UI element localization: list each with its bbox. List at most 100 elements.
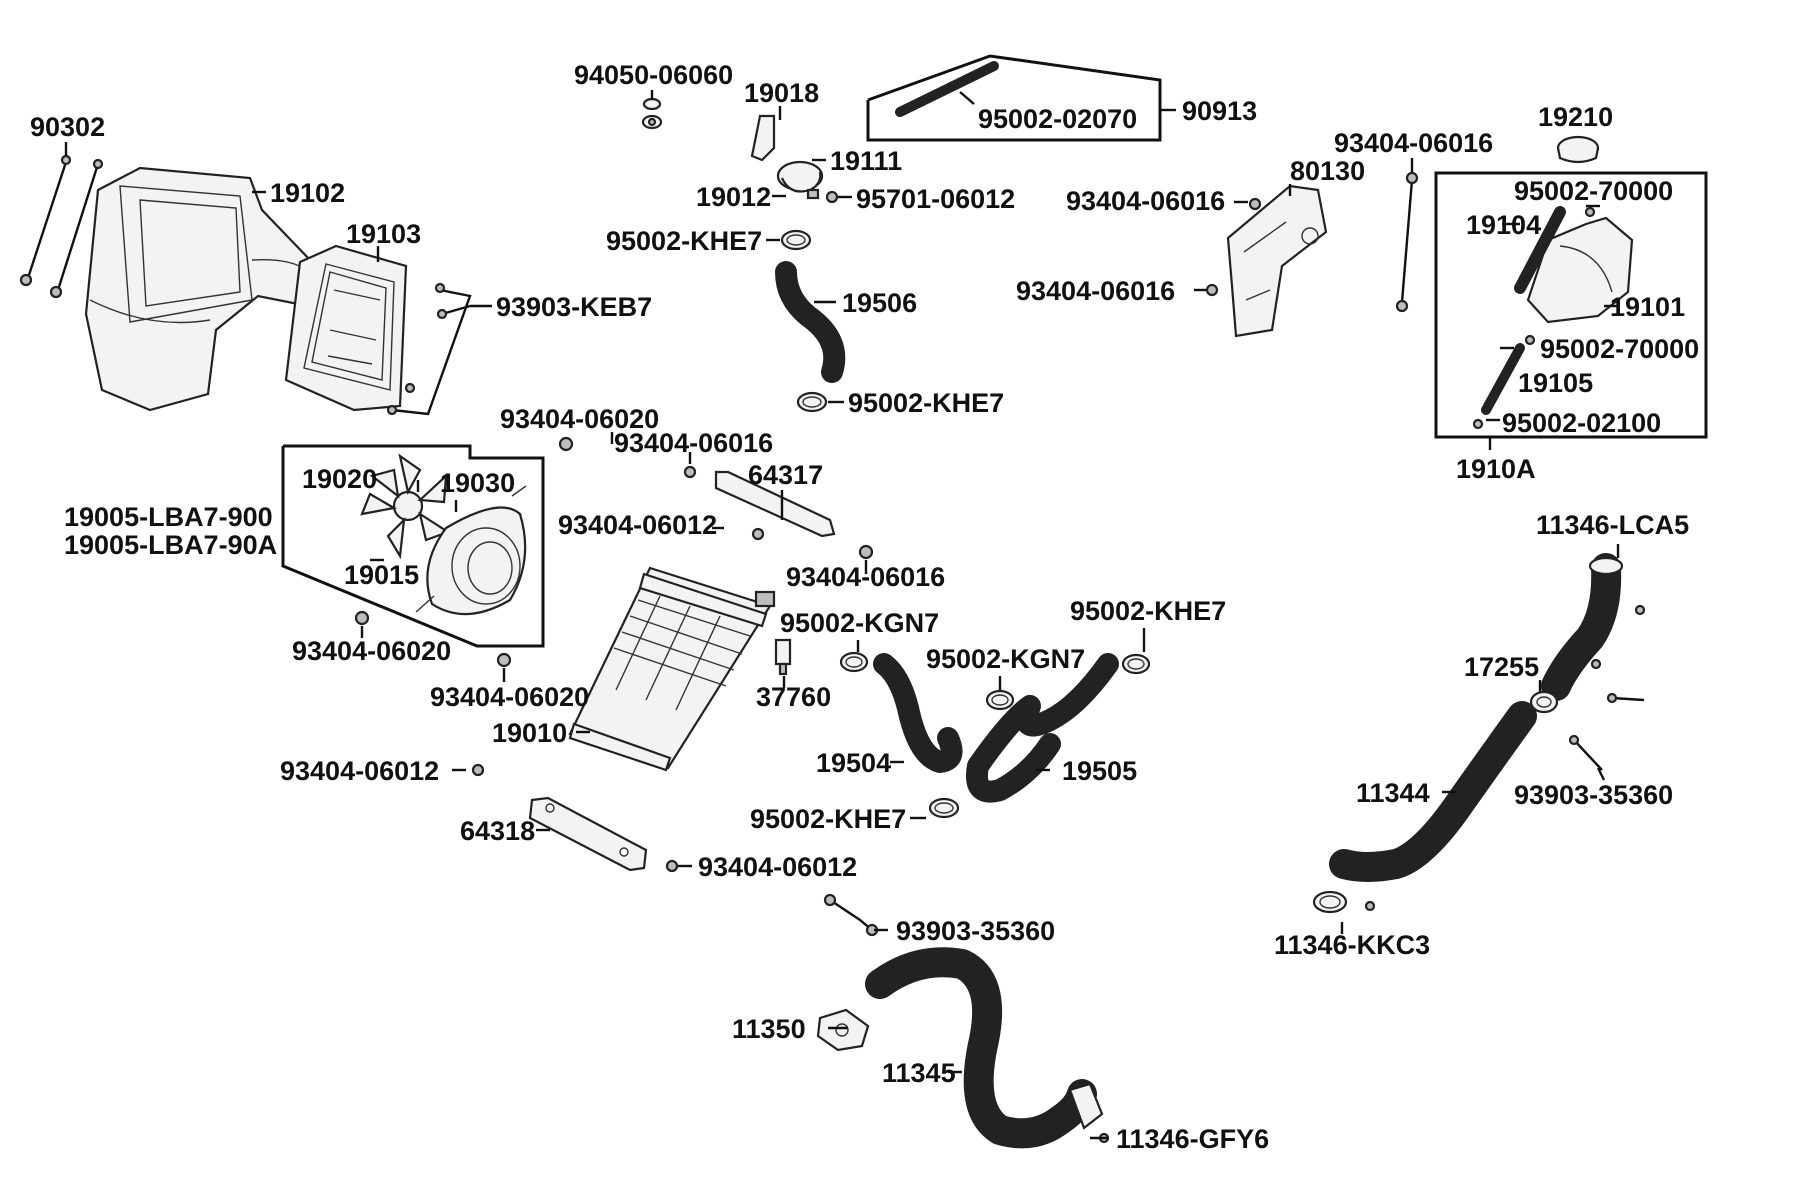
label-95002-02070: 95002-02070 bbox=[978, 104, 1137, 134]
radiator-screen-19103 bbox=[284, 244, 408, 412]
label-95002-khe7-bottom: 95002-KHE7 bbox=[750, 804, 906, 834]
hose-19504 bbox=[873, 653, 963, 773]
leader-lines bbox=[64, 90, 1620, 1140]
label-95701-06012: 95701-06012 bbox=[856, 184, 1015, 214]
clamp-95002-khe7-top bbox=[780, 229, 812, 251]
hose-11345 bbox=[865, 947, 1104, 1149]
o-ring-17255 bbox=[1529, 690, 1559, 714]
label-95002-khe7-lower: 95002-KHE7 bbox=[848, 388, 1004, 418]
label-90302: 90302 bbox=[30, 112, 105, 142]
label-19030: 19030 bbox=[440, 468, 515, 498]
label-19005-lba7-90a: 19005-LBA7-90A bbox=[64, 530, 277, 560]
screws-93903-35360-lower bbox=[823, 893, 879, 937]
label-19102: 19102 bbox=[270, 178, 345, 208]
label-64317: 64317 bbox=[748, 460, 823, 490]
label-80130: 80130 bbox=[1290, 156, 1365, 186]
label-93404-06012-left: 93404-06012 bbox=[280, 756, 439, 786]
label-19104: 19104 bbox=[1466, 210, 1541, 240]
label-11344: 11344 bbox=[1356, 778, 1430, 808]
rod-95002-02070 bbox=[895, 61, 999, 117]
label-95002-70000-lower: 95002-70000 bbox=[1540, 334, 1699, 364]
label-19504: 19504 bbox=[816, 748, 891, 778]
bracket-64317 bbox=[683, 465, 874, 560]
fan-blades-19020 bbox=[360, 453, 451, 560]
label-93404-06016-64317: 93404-06016 bbox=[614, 428, 773, 458]
label-19010: 19010 bbox=[492, 718, 567, 748]
label-11346-kkc3: 11346-KKC3 bbox=[1274, 930, 1430, 960]
label-19111: 19111 bbox=[830, 146, 902, 176]
label-93404-06020-bottom: 93404-06020 bbox=[430, 682, 589, 712]
label-19005-lba7-900: 19005-LBA7-900 bbox=[64, 502, 273, 532]
label-93404-06016-80130-upper: 93404-06016 bbox=[1066, 186, 1225, 216]
screws-93903-keb7 bbox=[386, 282, 472, 416]
rod-93404-06016 bbox=[1395, 171, 1419, 313]
label-1910a: 1910A bbox=[1456, 454, 1536, 484]
screws-90302 bbox=[19, 154, 104, 299]
label-19505: 19505 bbox=[1062, 756, 1137, 786]
label-19506: 19506 bbox=[842, 288, 917, 318]
label-95002-02100: 95002-02100 bbox=[1502, 408, 1661, 438]
radiator-19010 bbox=[568, 566, 776, 772]
label-19101: 19101 bbox=[1610, 292, 1685, 322]
clamp-11346-kkc3 bbox=[1312, 890, 1376, 914]
label-93404-06016-top: 93404-06016 bbox=[1334, 128, 1493, 158]
clamp-95002-khe7-lower bbox=[796, 391, 828, 413]
label-94050-06060: 94050-06060 bbox=[574, 60, 733, 90]
label-64318: 64318 bbox=[460, 816, 535, 846]
bolt-95701-06012 bbox=[825, 190, 839, 204]
label-11346-gfy6: 11346-GFY6 bbox=[1116, 1124, 1269, 1154]
pipe-11344 bbox=[1329, 701, 1537, 882]
label-19210: 19210 bbox=[1538, 102, 1613, 132]
screws-93404-06020 bbox=[354, 436, 574, 668]
cover-80130 bbox=[1226, 184, 1328, 338]
label-19018: 19018 bbox=[744, 78, 819, 108]
bracket-64318 bbox=[528, 796, 679, 873]
pipe-11346-lca5 bbox=[1541, 553, 1646, 701]
clamp-95002-khe7-bottom bbox=[928, 797, 960, 819]
group-box-fan-assembly bbox=[281, 444, 545, 648]
label-19020: 19020 bbox=[302, 464, 377, 494]
label-93404-06016-80130-lower: 93404-06016 bbox=[1016, 276, 1175, 306]
label-95002-70000-top: 95002-70000 bbox=[1514, 176, 1673, 206]
label-93404-06012-middle: 93404-06012 bbox=[558, 510, 717, 540]
hose-19506 bbox=[775, 261, 846, 383]
air-shroud-19102 bbox=[84, 166, 314, 412]
fan-shroud-19015 bbox=[415, 485, 527, 616]
label-95002-kgn7-left: 95002-KGN7 bbox=[780, 608, 939, 638]
label-11350: 11350 bbox=[732, 1014, 806, 1044]
label-95002-kgn7-right: 95002-KGN7 bbox=[926, 644, 1085, 674]
washer-94050-06060 bbox=[641, 97, 663, 130]
clip-11350 bbox=[816, 1008, 870, 1052]
label-95002-khe7-top: 95002-KHE7 bbox=[606, 226, 762, 256]
label-11346-lca5: 11346-LCA5 bbox=[1536, 510, 1689, 540]
thermostat-19012 bbox=[750, 114, 824, 200]
reservoir-19101 bbox=[1472, 206, 1634, 430]
clamp-95002-kgn7-a bbox=[839, 651, 869, 673]
clamp-95002-kgn7-b bbox=[985, 689, 1015, 711]
cap-19210 bbox=[1556, 135, 1600, 164]
sensor-37760 bbox=[774, 638, 792, 676]
label-11345: 11345 bbox=[882, 1058, 956, 1088]
hose-19505 bbox=[966, 653, 1119, 803]
screws-80130 bbox=[1205, 197, 1262, 297]
label-17255: 17255 bbox=[1464, 652, 1539, 682]
label-93903-35360-right: 93903-35360 bbox=[1514, 780, 1673, 810]
label-93404-06016-radiator: 93404-06016 bbox=[786, 562, 945, 592]
screw-93404-06012-left bbox=[471, 763, 485, 777]
label-95002-khe7-right: 95002-KHE7 bbox=[1070, 596, 1226, 626]
label-93404-06012-bottom: 93404-06012 bbox=[698, 852, 857, 882]
label-93404-06020-top: 93404-06020 bbox=[500, 404, 659, 434]
label-19103: 19103 bbox=[346, 219, 421, 249]
label-93903-keb7: 93903-KEB7 bbox=[496, 292, 652, 322]
clamp-95002-khe7-right bbox=[1121, 653, 1151, 675]
group-box-1910a bbox=[1434, 171, 1708, 439]
label-19012: 19012 bbox=[696, 182, 771, 212]
label-93903-35360-lower: 93903-35360 bbox=[896, 916, 1055, 946]
label-19015: 19015 bbox=[344, 560, 419, 590]
label-93404-06020-left: 93404-06020 bbox=[292, 636, 451, 666]
label-37760: 37760 bbox=[756, 682, 831, 712]
label-90913: 90913 bbox=[1182, 96, 1257, 126]
screws-93903-35360-right bbox=[1568, 692, 1645, 771]
label-19105: 19105 bbox=[1518, 368, 1593, 398]
